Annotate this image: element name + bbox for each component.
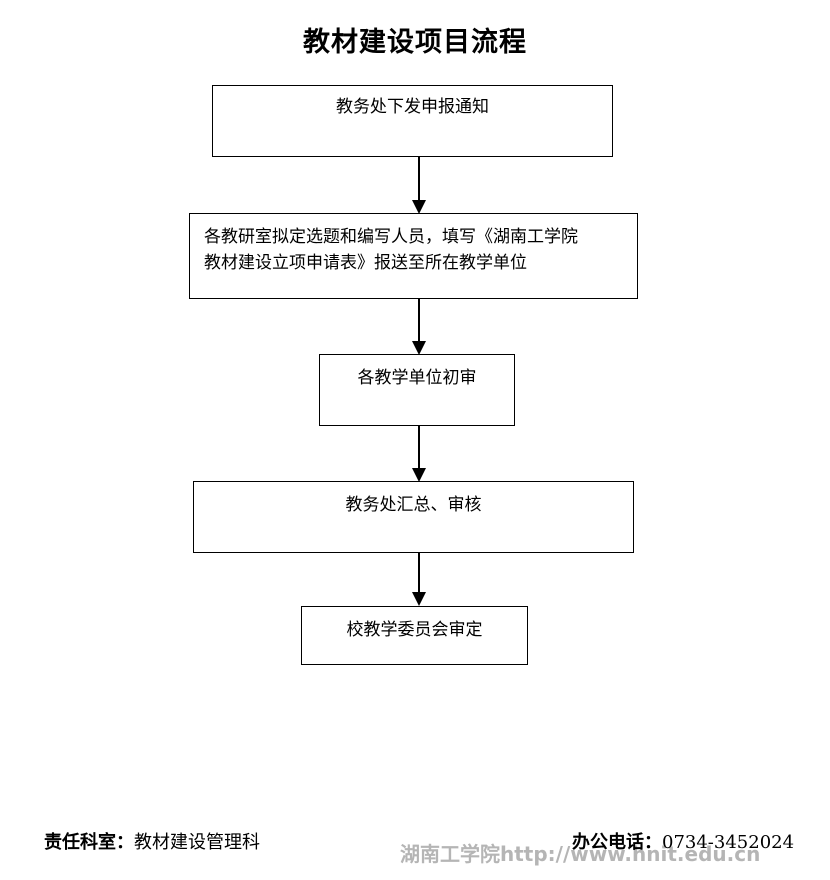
department-label: 责任科室： [44, 832, 134, 853]
phone-value: 0734-3452024 [662, 832, 795, 853]
page-title: 教材建设项目流程 [303, 27, 527, 58]
arrow-1 [412, 157, 426, 214]
phone-label: 办公电话： [572, 832, 662, 853]
arrow-3 [412, 426, 426, 482]
arrow-2 [412, 299, 426, 355]
step-3-text: 各教学单位初审 [357, 368, 477, 388]
step-2-text-line-1: 各教研室拟定选题和编写人员，填写《湖南工学院 [204, 227, 578, 247]
step-box-5: 校教学委员会审定 [301, 606, 528, 665]
footer-department: 责任科室：教材建设管理科 [44, 828, 260, 854]
step-box-2: 各教研室拟定选题和编写人员，填写《湖南工学院 教材建设立项申请表》报送至所在教学… [189, 213, 638, 299]
step-box-4: 教务处汇总、审核 [193, 481, 634, 553]
footer-phone: 办公电话：0734-3452024 [572, 828, 794, 854]
department-value: 教材建设管理科 [134, 832, 260, 853]
step-2-text-line-2: 教材建设立项申请表》报送至所在教学单位 [204, 253, 527, 273]
step-box-3: 各教学单位初审 [319, 354, 515, 426]
watermark: 湖南工学院http://www.hnit.edu.cn [400, 842, 761, 866]
step-4-text: 教务处汇总、审核 [345, 495, 482, 515]
step-5-text: 校教学委员会审定 [346, 620, 483, 640]
step-box-1: 教务处下发申报通知 [212, 85, 613, 157]
arrow-4 [412, 553, 426, 606]
step-1-text: 教务处下发申报通知 [336, 97, 489, 117]
